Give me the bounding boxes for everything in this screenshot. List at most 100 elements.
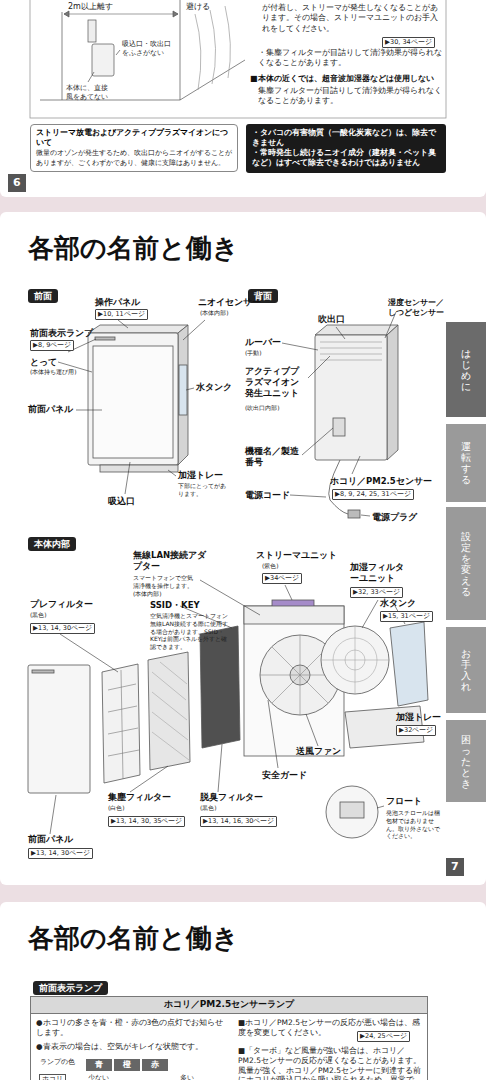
part-name: ホコリ／PM2.5センサー [330,476,432,487]
part-name: 湿度センサー／しつどセンサー [388,298,446,319]
node-text: ▶32ページ [399,726,433,735]
note-text: ・集塵フィルターが目詰りして清浄効果が得られなくなることがあります。 [258,48,444,69]
part-name: 機種名／製造番号 [245,446,301,468]
note-text: 少ない [88,1074,109,1080]
part-name: 安全ガード [262,770,307,781]
node-text: 橙 [114,1060,140,1070]
node-text: ▶10, 11ページ [98,310,145,319]
part-name: 脱臭フィルター [200,792,263,803]
note-frame [30,0,446,118]
note-text: 本体に、直接風をあてない [66,84,112,102]
node-text: ▶13, 14, 30ページ [33,624,92,633]
note-text: 空気清浄機とスマートフォン無線LAN接続する際に使用する場合があります。SSID… [150,612,230,651]
node-text: 運転する [461,441,471,485]
note-text: (黒色) [200,804,217,812]
note-text: 吸込口・吹出口をふさがない [122,40,172,58]
node-text: ▶8, 9ページ [33,341,71,350]
part-name: 水タンク [196,382,232,393]
page-ref: ▶34ページ [262,573,302,584]
note-text: (白色) [108,804,125,812]
part-name: 送風ファン [296,746,341,757]
node-text: 微量のオゾンが発生するため、吹出口からニオイがすることがありますが、ごくわずかで… [36,149,232,168]
page-number: 6 [8,174,26,192]
note-text: が付着し、ストリーマが発生しなくなることがあります。その場合、ストリーマユニット… [262,3,444,34]
part-name: フロート [386,796,422,807]
warning-box: ・タバコの有害物質（一酸化炭素など）は、除去できません・常時発生し続けるニオイ成… [246,124,446,173]
side-tab: はじめに [446,322,486,417]
color-cell: 赤 [142,1059,168,1071]
note-text: (吹出口内部) [245,404,280,412]
section-tag: 本体内部 [28,537,76,551]
node-text: ▶13, 14, 30, 35ページ [111,817,182,826]
part-name: 前面表示ランプ [30,328,93,339]
node-text: 前面 [34,290,52,302]
node-text: ・常時発生し続けるニオイ成分（建材臭・ペット臭など）はすべて除去できるわけではあ… [252,148,440,168]
node-text: 7 [451,860,459,874]
note-text: 下部にとってがあります。 [178,482,230,498]
node-text: ストリーマ放電およびアクティブプラズマイオンについて [36,128,232,148]
page-ref: ▶8, 9ページ [30,340,74,351]
part-name: 電源プラグ [372,512,417,523]
node-text: ▶30, 34ページ [385,38,432,47]
node-text: ▶24, 25ページ [360,1032,407,1041]
part-name: ■本体の近くでは、超音波加湿器などは使用しない [250,74,434,84]
part-name: 加湿トレー [178,470,223,481]
node-text: お手入れ [461,648,471,692]
leader-lines [58,320,205,494]
note-text: 多い [180,1074,194,1080]
part-name: ルーバー [245,337,281,348]
node-text: 設定を変える [461,531,471,597]
node-text: ▶32, 33ページ [353,588,400,597]
part-name: プレフィルター [30,599,93,610]
section-tag: 前面表示ランプ [33,981,108,995]
page-title: 各部の名前と働き [28,232,239,266]
note-text: ●青表示の場合は、空気がキレイな状態です。 [36,1042,224,1052]
node-text: ホコリ [42,1075,63,1080]
node-text: ▶13, 14, 16, 30ページ [203,817,274,826]
part-name: SSID・KEY [150,600,200,611]
side-tab: お手入れ [446,627,486,713]
node-text: 赤 [142,1060,168,1070]
page-7 [0,212,486,885]
part-name: 水タンク [380,598,416,609]
page-ref: ▶30, 34ページ [382,37,435,48]
page-6 [0,0,486,197]
page-ref: ▶32, 33ページ [350,587,403,598]
leader-lines [50,580,408,834]
part-name: ストリーマユニット [256,550,337,561]
side-tab: 設定を変える [446,507,486,620]
part-name: 加湿フィルターユニット [350,562,412,584]
page-number: 7 [446,858,464,876]
side-tab: 困ったとき [446,720,486,802]
node-text: ▶34ページ [265,574,299,583]
color-cell: 青 [86,1059,112,1071]
internal-parts [28,600,428,838]
node-text: 前面表示ランプ [39,982,102,994]
page-ref: ▶13, 14, 16, 30ページ [200,816,277,827]
part-name: 無線LAN接続アダプター [133,550,213,572]
note-text: 避ける [186,2,210,12]
color-cell: 橙 [114,1059,140,1071]
page-ref: ▶13, 14, 30, 35ページ [108,816,185,827]
front-unit [88,325,188,472]
part-name: アクティブプラズマイオン発生ユニット [245,366,307,399]
part-name: ニオイセンサー [198,297,261,308]
part-name: 吸込口 [108,496,135,507]
note-box: ストリーマ放電およびアクティブプラズマイオンについて微量のオゾンが発生するため、… [30,124,238,172]
note-text: ランプの色 [40,1058,75,1067]
note-text: 2m以上離す [68,2,113,12]
part-name: とって [30,357,57,368]
note-text: 集塵フィルターが目詰りして清浄効果が得られなくなることがあります。 [258,86,444,107]
note-text: スマートフォンで空気清浄機を操作します。(本体内部) [133,574,195,597]
page-title: 各部の名前と働き [28,922,239,956]
table-header: ホコリ／PM2.5センサーランプ [31,997,427,1014]
section-tag: 前面 [28,289,58,303]
note-text: (本体持ち運び用) [30,368,77,376]
note-text: ●ホコリの多さを青・橙・赤の3色の点灯でお知らせします。 [36,1018,224,1038]
node-text: 青 [86,1060,112,1070]
page-ref: ▶13, 14, 30ページ [30,623,95,634]
page-ref: ▶8, 9, 24, 25, 31ページ [332,489,414,500]
part-name: 電源コード [245,490,290,501]
page-ref: ▶15, 31ページ [380,611,433,622]
